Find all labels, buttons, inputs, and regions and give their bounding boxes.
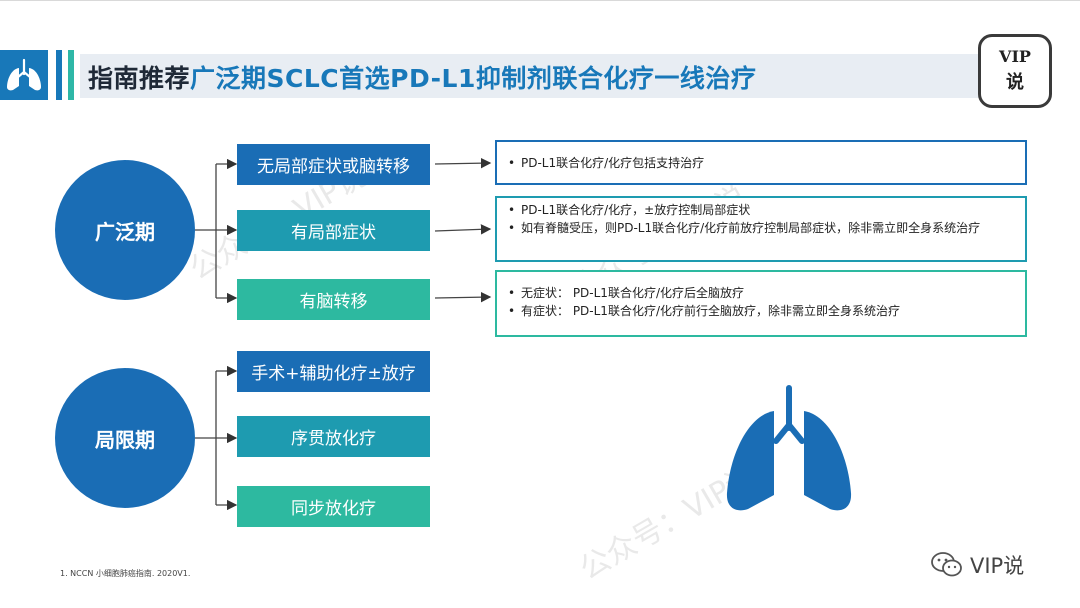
- arrow-right-icon: [434, 224, 492, 235]
- slide-title: 指南推荐广泛期SCLC首选PD-L1抑制剂联合化疗一线治疗: [88, 59, 756, 95]
- vip-badge-line1: VIP: [999, 47, 1031, 66]
- stage-extensive-circle: 广泛期: [55, 160, 195, 300]
- top-divider: [0, 0, 1080, 1]
- slide-header: 指南推荐广泛期SCLC首选PD-L1抑制剂联合化疗一线治疗: [0, 50, 1080, 100]
- branch-sequential-chemoradiation: 序贯放化疗: [237, 416, 430, 457]
- header-accent-bar-teal: [68, 50, 74, 100]
- wechat-brand: VIP说: [930, 550, 1024, 580]
- arrow-right-icon: [434, 291, 492, 303]
- wechat-icon: [931, 552, 962, 577]
- vip-badge: VIP 说: [978, 34, 1052, 108]
- treatment-item: PD-L1联合化疗/化疗包括支持治疗: [508, 154, 704, 172]
- treatment-item: PD-L1联合化疗/化疗，±放疗控制局部症状: [508, 201, 1015, 219]
- branch-local-symptoms: 有局部症状: [237, 210, 430, 251]
- header-band: [80, 54, 1000, 98]
- treatment-item: 无症状： PD-L1联合化疗/化疗后全脑放疗: [508, 284, 1015, 302]
- footnote: 1. NCCN 小细胞肺癌指南. 2020V1.: [60, 569, 191, 578]
- vip-badge-line2: 说: [1006, 72, 1024, 93]
- slide-title-prefix: 指南推荐: [88, 64, 191, 93]
- brand-name: VIP说: [970, 554, 1025, 578]
- lungs-icon: [7, 58, 41, 91]
- treatment-panel-local-symptoms: PD-L1联合化疗/化疗，±放疗控制局部症状 如有脊髓受压，则PD-L1联合化疗…: [495, 196, 1027, 262]
- treatment-panel-no-local-symptoms: PD-L1联合化疗/化疗包括支持治疗: [495, 140, 1027, 185]
- arrow-right-icon: [434, 157, 492, 169]
- header-logo: [0, 50, 48, 100]
- branch-surgery-adjuvant: 手术+辅助化疗±放疗: [237, 351, 430, 392]
- branch-concurrent-chemoradiation: 同步放化疗: [237, 486, 430, 527]
- treatment-panel-brain-metastasis: 无症状： PD-L1联合化疗/化疗后全脑放疗 有症状： PD-L1联合化疗/化疗…: [495, 270, 1027, 337]
- stage-limited-circle: 局限期: [55, 368, 195, 508]
- branch-brain-metastasis: 有脑转移: [237, 279, 430, 320]
- header-accent-bar-blue: [56, 50, 62, 100]
- lungs-icon: [726, 385, 852, 511]
- slide-title-highlight: 广泛期SCLC首选PD-L1抑制剂联合化疗一线治疗: [190, 64, 757, 93]
- treatment-item: 有症状： PD-L1联合化疗/化疗前行全脑放疗，除非需立即全身系统治疗: [508, 302, 1015, 320]
- treatment-item: 如有脊髓受压，则PD-L1联合化疗/化疗前放疗控制局部症状，除非需立即全身系统治…: [508, 219, 1015, 237]
- branch-no-local-symptoms: 无局部症状或脑转移: [237, 144, 430, 185]
